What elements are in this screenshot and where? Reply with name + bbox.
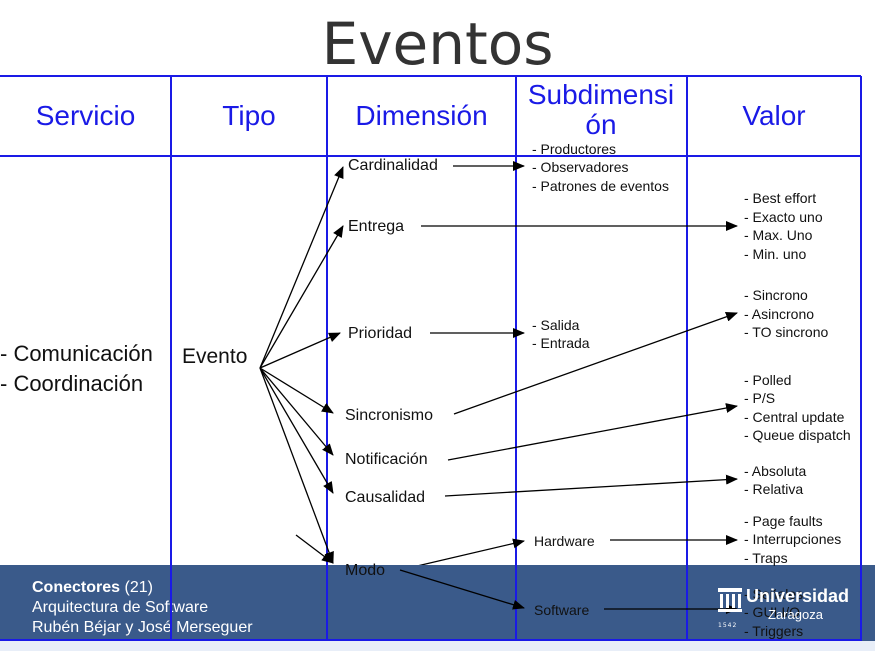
dimension-cardinalidad: Cardinalidad: [348, 157, 438, 174]
servicio-comunicacion: - Comunicación: [0, 341, 153, 366]
valor-best-effort: - Best effort: [744, 190, 817, 206]
arrows: [259, 161, 738, 614]
valor-queue-dispatch: - Queue dispatch: [744, 427, 851, 443]
logo-city: Zaragoza: [768, 607, 823, 622]
arrow-evento-notificacion: [259, 367, 334, 456]
arrow-notificacion-valor: [447, 403, 738, 461]
valor-absoluta: - Absoluta: [744, 463, 807, 479]
valor-ps: - P/S: [744, 390, 776, 406]
valor-interrupciones: - Interrupciones: [744, 531, 842, 547]
valor-triggers: - Triggers: [744, 623, 804, 639]
arrow-evento-modo: [259, 367, 334, 564]
header-subdimension: Subdimensi ón: [527, 79, 675, 140]
header-dimension: Dimensión: [355, 100, 488, 131]
footer-slide-number: (21): [124, 579, 153, 596]
header-servicio: Servicio: [35, 100, 136, 131]
dimension-causalidad: Causalidad: [345, 489, 426, 506]
logo-name: Universidad: [746, 586, 850, 606]
sub-productores: - Productores: [532, 141, 617, 157]
valor-min-uno: - Min. uno: [744, 246, 807, 262]
sub-entrada: - Entrada: [532, 335, 590, 351]
arrow-causalidad-valor: [444, 474, 738, 497]
footer-text: Conectores (21) Arquitectura de Software…: [32, 578, 253, 638]
valor-sincrono: - Sincrono: [744, 287, 808, 303]
arrow-sincronismo-valor: [453, 311, 738, 415]
dimension-entrega: Entrega: [348, 218, 405, 235]
valor-gui-io: - GUI I/O: [744, 604, 800, 620]
sub-hardware: Hardware: [534, 533, 595, 549]
arrow-evento-prioridad: [259, 332, 341, 369]
arrow-evento-entrega: [259, 225, 344, 369]
valor-to-sincrono: - TO sincrono: [744, 324, 829, 340]
dimension-prioridad: Prioridad: [348, 325, 413, 342]
valor-exacto-uno: - Exacto uno: [744, 209, 823, 225]
arrow-evento-cardinalidad: [259, 166, 344, 369]
valor-traps: - Traps: [744, 550, 788, 566]
valor-max-uno: - Max. Uno: [744, 227, 813, 243]
valor-senales: - Señales: [744, 586, 804, 602]
logo-year: 1542: [718, 622, 738, 629]
arrow-evento-sincronismo: [259, 367, 334, 414]
header-tipo: Tipo: [222, 100, 276, 131]
arrow-evento-causalidad: [259, 367, 334, 494]
valor-central-update: - Central update: [744, 409, 845, 425]
footer-course: Conectores: [32, 579, 121, 596]
tipo-evento: Evento: [182, 345, 248, 368]
dimension-notificacion: Notificación: [345, 451, 428, 468]
dimension-sincronismo: Sincronismo: [345, 407, 434, 424]
sub-observadores: - Observadores: [532, 159, 629, 175]
university-crest-icon: [718, 588, 742, 612]
sub-software: Software: [534, 602, 590, 618]
sub-patrones: - Patrones de eventos: [532, 178, 669, 194]
valor-relativa: - Relativa: [744, 481, 804, 497]
footer-authors: Rubén Béjar y José Merseguer: [32, 619, 253, 636]
sub-salida: - Salida: [532, 317, 580, 333]
header-valor: Valor: [742, 100, 806, 131]
table-grid: [0, 75, 862, 641]
valor-asincrono: - Asincrono: [744, 306, 815, 322]
bottom-strip: [0, 641, 875, 651]
footer-subject: Arquitectura de Software: [32, 599, 209, 616]
servicio-coordinacion: - Coordinación: [0, 371, 144, 396]
valor-page-faults: - Page faults: [744, 513, 823, 529]
valor-polled: - Polled: [744, 372, 792, 388]
dimension-modo: Modo: [345, 562, 386, 579]
page-title: Eventos: [321, 10, 554, 78]
